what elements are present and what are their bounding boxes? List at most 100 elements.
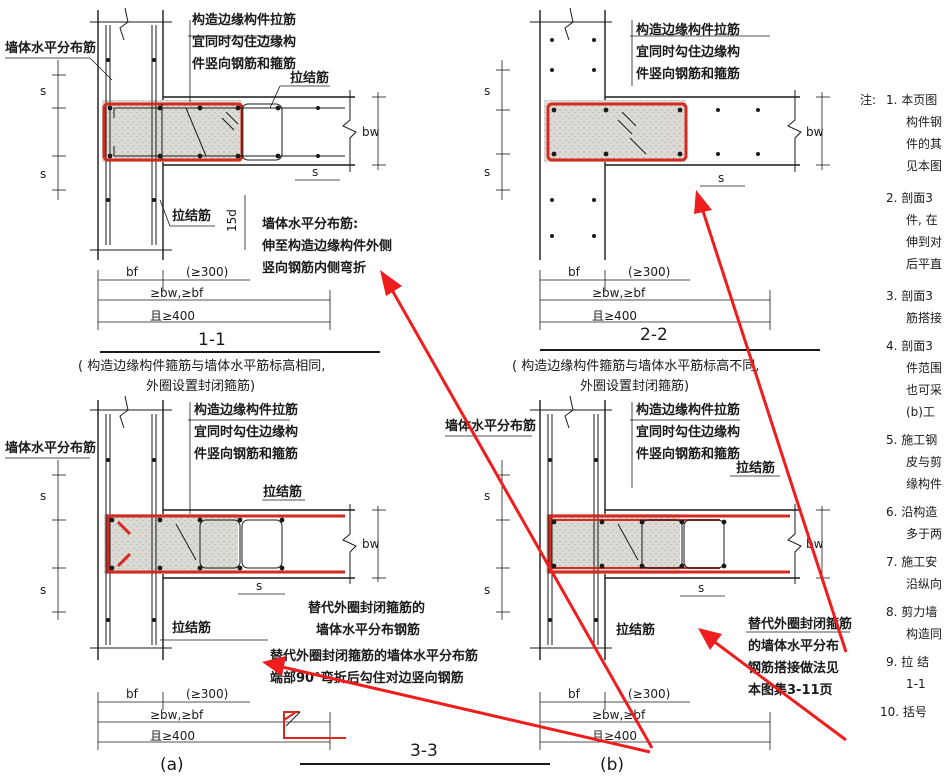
dim-300: (≥300) [186,687,228,701]
dim-bf: bf [568,687,581,701]
caption-right-line1: ( 构造边缘构件箍筋与墙体水平筋标高不同, [512,358,759,374]
replace-note-line1: 替代外圈封闭箍筋 [748,616,852,632]
tie-note-line3: 件竖向钢筋和箍筋 [636,66,740,82]
panel-b: 墙体水平分布筋 构造边缘构件拉筋 宜同时勾住边缘构 件竖向钢筋和箍筋 拉结筋 拉… [445,395,852,775]
note-line: 构造同 [906,626,942,641]
dim-300: (≥300) [186,265,228,279]
note-line: 伸到对 [906,235,942,249]
replace-note-line2: 墙体水平分布钢筋 [316,622,420,638]
bend-note-line3: 竖向钢筋内侧弯折 [262,260,366,276]
note-line: 10. 括号 [880,704,927,719]
note-line: 8. 剪力墙 [886,604,937,619]
dim-15d: 15d [225,209,239,232]
tie-note-line2: 宜同时勾住边缘构 [636,424,740,440]
dim-300: (≥300) [628,265,670,279]
tie-label-right: 拉结筋 [263,484,302,500]
replace-note-line2: 的墙体水平分布 [748,638,839,654]
caption-left-line1: ( 构造边缘构件箍筋与墙体水平筋标高相同, [78,358,325,374]
dim-s-web: s [698,581,704,595]
dim-s-top: s [484,84,490,98]
dim-s-web: s [718,171,724,185]
tie-note-line2: 宜同时勾住边缘构 [192,34,296,50]
note-line: 皮与剪 [906,454,942,469]
dim-bw-bf: ≥bw,≥bf [592,286,646,300]
dim-s-bottom: s [484,165,490,179]
dim-bw-bf: ≥bw,≥bf [150,708,204,722]
dim-bf: bf [126,687,139,701]
dim-s-top: s [484,489,490,503]
note-line: 缘构件 [906,476,942,491]
tie-note-line2: 宜同时勾住边缘构 [194,424,298,440]
bend-note-line1: 墙体水平分布筋: [262,216,358,232]
tie-note-line1: 构造边缘构件拉筋 [192,12,296,28]
note-line: 筋搭接 [906,310,942,325]
dim-s-top: s [40,489,46,503]
tie-note-line1: 构造边缘构件拉筋 [194,402,298,418]
dim-s-web: s [256,579,262,593]
dim-bf: bf [568,265,581,279]
dim-s-bottom: s [40,583,46,597]
dim-s-web: s [312,165,318,179]
note-line: 3. 剖面3 [886,289,933,303]
panel-1-1: 墙体水平分布筋 构造边缘构件拉筋 宜同时勾住边缘构 件竖向钢筋和箍筋 拉结筋 拉… [5,7,392,353]
note-line: 多于两 [906,527,942,541]
panel-2-2: 构造边缘构件拉筋 宜同时勾住边缘构 件竖向钢筋和箍筋 s s s bw bf (… [484,7,830,351]
wall-rebar-label: 墙体水平分布筋 [5,40,96,56]
wall-rebar-label: 墙体水平分布筋 [5,440,96,456]
note-line: 2. 剖面3 [886,191,933,205]
note-line: 1-1 [906,677,926,691]
dim-bw-bf: ≥bw,≥bf [592,708,646,722]
note-line: 1. 本页图 [886,93,937,107]
tie-note-line1: 构造边缘构件拉筋 [636,22,740,38]
dim-s-top: s [40,84,46,98]
caption-left-line2: 外圈设置封闭箍筋) [146,378,255,394]
tie-note-line3: 件竖向钢筋和箍筋 [194,446,298,462]
note-line: 也可采 [906,383,942,397]
bend-note-line2: 伸至构造边缘构件外侧 [261,238,392,254]
section-title-3-3: 3-3 [410,741,438,761]
tie-label-bottom: 拉结筋 [616,622,655,638]
replace-note-line4: 本图集3-11页 [748,682,833,698]
tie-label-right: 拉结筋 [736,460,775,476]
tie-note-line1: 构造边缘构件拉筋 [636,402,740,418]
replace-note-line1: 替代外圈封闭箍筋的 [308,600,425,616]
dim-bf: bf [126,265,139,279]
caption-right-line2: 外圈设置封闭箍筋) [580,378,689,394]
dim-bw-bf: ≥bw,≥bf [150,286,204,300]
dim-s-bottom: s [40,167,46,181]
note-line: 件的其 [906,136,942,151]
dim-bw: bw [362,537,380,551]
replace-note-line3: 钢筋搭接做法见 [748,660,839,676]
dim-bw: bw [362,125,380,139]
note-line: (b)工 [906,405,935,419]
tie-label-bottom: 拉结筋 [172,620,211,636]
tie-label-right: 拉结筋 [290,70,329,86]
tie-label-bottom: 拉结筋 [172,208,211,224]
dim-bw: bw [806,125,824,139]
note-line: 沿纵向 [906,576,942,591]
notes-head: 注: [860,92,876,107]
note-line: 件范围 [906,361,942,375]
note-line: 4. 剖面3 [886,339,933,353]
dim-400: 且≥400 [150,729,195,743]
dim-300: (≥300) [628,687,670,701]
panel-label-b: (b) [600,755,624,775]
red-annotation-arrows [262,190,848,754]
end-note-line1: 替代外圈封闭箍筋的墙体水平分布筋 [270,648,478,664]
tie-note-line3: 件竖向钢筋和箍筋 [192,56,296,72]
tie-note-line3: 件竖向钢筋和箍筋 [636,446,740,462]
dim-400: 且≥400 [592,309,637,323]
note-line: 9. 拉 结 [886,654,929,669]
notes-column: 注: 1. 本页图 构件钢 件的其 见本图 2. 剖面3 件, 在 伸到对 后平… [860,92,942,719]
panel-label-a: (a) [160,755,184,775]
note-line: 见本图 [906,159,942,173]
note-line: 5. 施工钢 [886,433,937,447]
note-line: 7. 施工安 [886,554,937,569]
panel-a: 墙体水平分布筋 构造边缘构件拉筋 宜同时勾住边缘构 件竖向钢筋和箍筋 拉结筋 拉… [5,395,478,775]
tie-note-line2: 宜同时勾住边缘构 [636,44,740,60]
section-title-1-1: 1-1 [198,330,226,350]
dim-400: 且≥400 [150,309,195,323]
note-line: 构件钢 [906,114,942,129]
wall-rebar-label: 墙体水平分布筋 [445,418,536,434]
